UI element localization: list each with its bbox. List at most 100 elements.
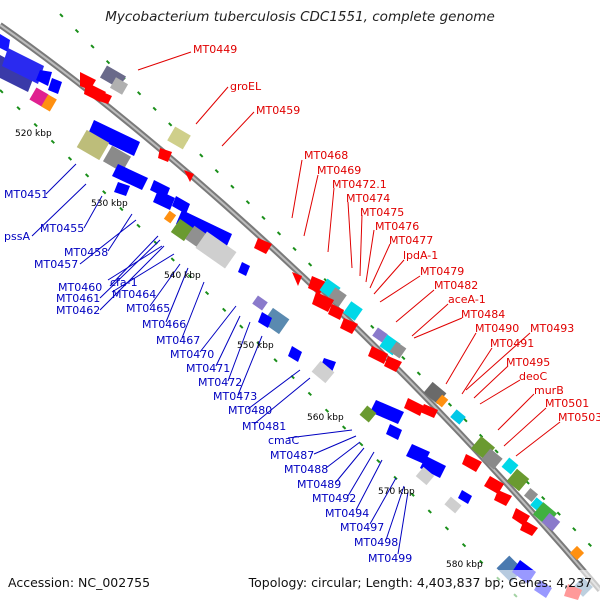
gene-label[interactable]: MT0493 (530, 322, 574, 335)
gene-label[interactable]: groEL (230, 80, 262, 93)
gene-label[interactable]: MT0484 (461, 308, 505, 321)
gene-label[interactable]: MT0488 (284, 463, 328, 476)
gene-label[interactable]: MT0472.1 (332, 178, 387, 191)
gene-label[interactable]: MT0460 (58, 281, 102, 294)
gene-arrow[interactable] (36, 70, 52, 86)
gene-arrow[interactable] (494, 490, 512, 506)
gene-label[interactable]: MT0455 (40, 222, 84, 235)
gene-label[interactable]: MT0468 (304, 149, 348, 162)
gene-block[interactable] (262, 307, 290, 335)
gene-block[interactable] (311, 360, 335, 384)
gene-arrow[interactable] (484, 476, 504, 494)
gene-block[interactable] (450, 409, 466, 425)
gene-block[interactable] (372, 327, 388, 343)
gene-label[interactable]: MT0489 (297, 478, 341, 491)
gene-arrow[interactable] (0, 34, 10, 52)
gene-label[interactable]: MT0462 (56, 304, 100, 317)
gene-arrow[interactable] (328, 304, 344, 320)
gene-label[interactable]: lpdA-1 (403, 249, 438, 262)
gene-label[interactable]: MT0472 (198, 376, 242, 389)
gene-arrow[interactable] (153, 190, 175, 210)
gene-block[interactable] (481, 448, 503, 470)
gene-block[interactable] (252, 295, 268, 311)
gene-block[interactable] (167, 126, 191, 150)
gene-label[interactable]: MT0461 (56, 292, 100, 305)
gene-arrow[interactable] (420, 456, 446, 478)
gene-label[interactable]: MT0501 (545, 397, 589, 410)
gene-block[interactable] (415, 466, 435, 486)
gene-label[interactable]: MT0481 (242, 420, 286, 433)
gene-block[interactable] (523, 487, 539, 503)
gene-arrow[interactable] (462, 454, 482, 472)
gene-label[interactable]: MT0457 (34, 258, 78, 271)
gene-label[interactable]: MT0474 (346, 192, 390, 205)
gene-arrow[interactable] (96, 90, 112, 104)
gene-label[interactable]: pssA (4, 230, 30, 243)
gene-label[interactable]: MT0498 (354, 536, 398, 549)
gene-label[interactable]: murB (534, 384, 564, 397)
gene-arrow[interactable] (172, 196, 190, 214)
gene-label[interactable]: MT0465 (126, 302, 170, 315)
gene-arrow[interactable] (114, 182, 130, 196)
gene-label[interactable]: MT0497 (340, 521, 384, 534)
gene-label[interactable]: MT0458 (64, 246, 108, 259)
gene-arrow[interactable] (340, 318, 358, 334)
gene-arrow[interactable] (184, 170, 194, 182)
gene-block[interactable] (444, 496, 462, 514)
gene-label[interactable]: MT0491 (490, 337, 534, 350)
gene-arrow[interactable] (2, 48, 44, 84)
gene-arrow[interactable] (292, 272, 302, 286)
gene-label[interactable]: MT0451 (4, 188, 48, 201)
gene-label[interactable]: MT0464 (112, 288, 156, 301)
gene-arrow[interactable] (386, 424, 402, 440)
gene-arrow[interactable] (368, 346, 388, 364)
gene-block[interactable] (102, 145, 132, 173)
gene-label[interactable]: MT0466 (142, 318, 186, 331)
gene-arrow[interactable] (254, 238, 272, 254)
gene-label[interactable]: MT0490 (475, 322, 519, 335)
gene-label[interactable]: MT0449 (193, 43, 237, 56)
gene-arrow[interactable] (238, 262, 250, 276)
gene-block[interactable] (506, 468, 530, 492)
gene-label[interactable]: MT0473 (213, 390, 257, 403)
gene-label[interactable]: MT0467 (156, 334, 200, 347)
gene-label[interactable]: cfa-1 (110, 276, 138, 289)
gene-block[interactable] (435, 394, 449, 408)
gene-label[interactable]: MT0477 (389, 234, 433, 247)
gene-block[interactable] (389, 341, 407, 359)
gene-label[interactable]: MT0471 (186, 362, 230, 375)
gene-label[interactable]: MT0480 (228, 404, 272, 417)
gene-arrow[interactable] (112, 164, 148, 190)
gene-block[interactable] (163, 210, 177, 224)
gene-arrow[interactable] (312, 292, 334, 312)
gene-label[interactable]: MT0475 (360, 206, 404, 219)
gene-arrow[interactable] (406, 444, 430, 464)
gene-block[interactable] (29, 87, 49, 107)
gene-label[interactable]: MT0469 (317, 164, 361, 177)
gene-label[interactable]: MT0495 (506, 356, 550, 369)
gene-arrow[interactable] (404, 398, 424, 416)
gene-arrow[interactable] (176, 210, 232, 248)
gene-arrow[interactable] (420, 404, 438, 418)
gene-block[interactable] (76, 129, 110, 161)
gene-arrow[interactable] (288, 346, 302, 362)
gene-arrow[interactable] (158, 148, 172, 162)
gene-arrow[interactable] (258, 312, 272, 328)
gene-label[interactable]: MT0479 (420, 265, 464, 278)
gene-block[interactable] (195, 231, 237, 269)
gene-label[interactable]: MT0503 (558, 411, 600, 424)
gene-arrow[interactable] (370, 400, 404, 424)
gene-arrow[interactable] (384, 356, 402, 372)
gene-label[interactable]: cmaC (268, 434, 300, 447)
gene-block[interactable] (41, 94, 57, 112)
gene-label[interactable]: MT0487 (270, 449, 314, 462)
gene-block[interactable] (501, 457, 519, 475)
gene-label[interactable]: MT0470 (170, 348, 214, 361)
gene-label[interactable]: MT0499 (368, 552, 412, 565)
gene-block[interactable] (569, 545, 585, 561)
gene-label[interactable]: MT0482 (434, 279, 478, 292)
gene-label[interactable]: MT0492 (312, 492, 356, 505)
gene-block[interactable] (343, 301, 363, 321)
gene-arrow[interactable] (520, 520, 538, 536)
gene-block[interactable] (109, 77, 129, 95)
